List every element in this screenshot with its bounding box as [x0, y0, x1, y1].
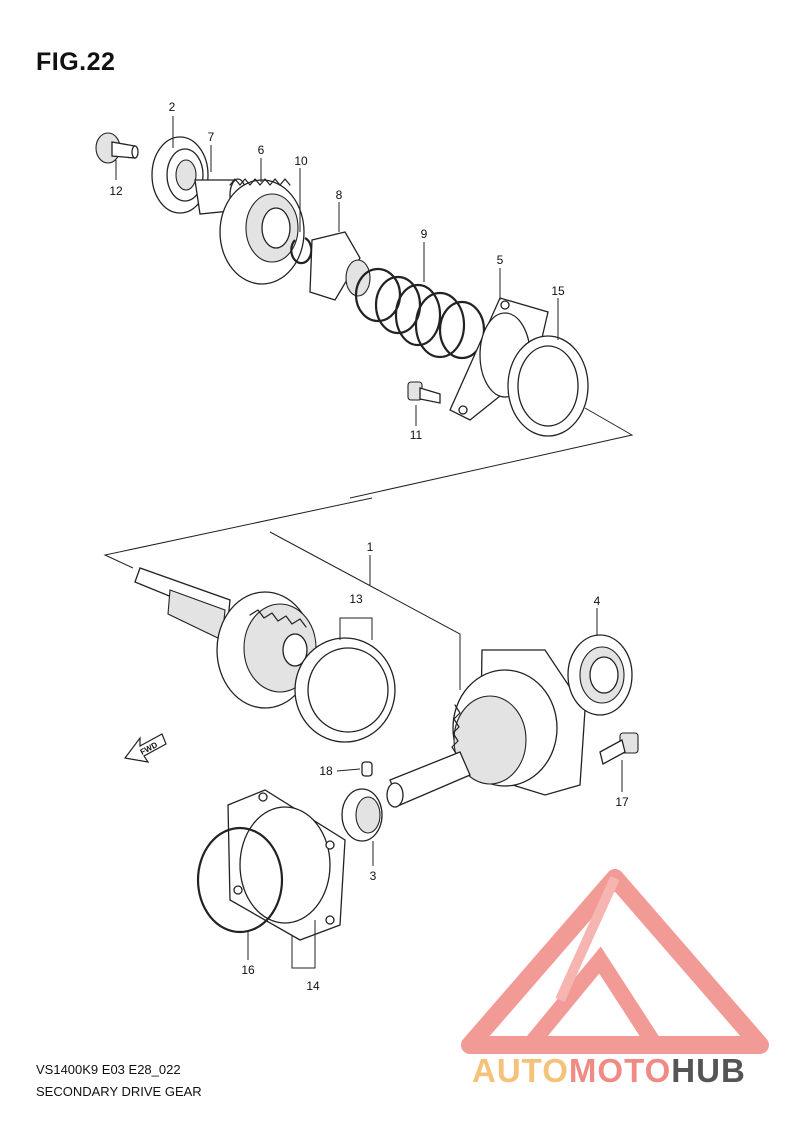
- figure-name: SECONDARY DRIVE GEAR: [36, 1084, 202, 1099]
- part-17-bolt: [599, 732, 639, 765]
- part-13-ring: [294, 637, 396, 743]
- watermark-moto: MOTO: [569, 1052, 671, 1089]
- part-16-o-ring: [196, 826, 284, 934]
- assembly-boundary-lines: [103, 407, 634, 690]
- part-10-circlip: [290, 237, 313, 265]
- callout-13: 13: [349, 592, 363, 606]
- callout-5: 5: [497, 253, 504, 267]
- callout-10: 10: [294, 154, 308, 168]
- callout-1: 1: [367, 540, 374, 554]
- part-2-bearing: [151, 136, 209, 214]
- part-1-drive-gear-assembly: [134, 567, 586, 808]
- figure-title: FIG.22: [36, 48, 116, 76]
- part-14-cover: [227, 789, 346, 941]
- fwd-direction-arrow-icon: FWD: [123, 733, 167, 763]
- part-15-shim: [507, 335, 589, 437]
- callout-2: 2: [169, 100, 176, 114]
- callout-4: 4: [594, 594, 601, 608]
- part-12-bolt: [95, 132, 139, 164]
- callout-17: 17: [615, 795, 629, 809]
- part-11-bolt: [407, 381, 441, 404]
- figure-model-code: VS1400K9 E03 E28_022: [36, 1062, 181, 1077]
- callout-numbers: 2 7 6 10 8 9 5 15 12 11 1 13 4 17 18 3 1…: [109, 100, 629, 993]
- callout-7: 7: [208, 130, 215, 144]
- watermark-logo-icon: [461, 869, 769, 1054]
- watermark-auto: AUTO: [472, 1052, 569, 1089]
- part-4-oil-seal: [567, 634, 633, 716]
- watermark-hub: HUB: [671, 1052, 746, 1089]
- callout-3: 3: [370, 869, 377, 883]
- part-18-pin: [361, 761, 373, 777]
- callout-15: 15: [551, 284, 565, 298]
- callout-18: 18: [319, 764, 333, 778]
- callout-16: 16: [241, 963, 255, 977]
- part-3-needle-bearing: [341, 788, 383, 842]
- part-6-gear: [219, 178, 305, 285]
- callout-12: 12: [109, 184, 123, 198]
- watermark-wordmark: AUTOMOTOHUB: [472, 1052, 746, 1089]
- callout-9: 9: [421, 227, 428, 241]
- callout-14: 14: [306, 979, 320, 993]
- part-9-spring: [354, 267, 486, 360]
- callout-11: 11: [410, 428, 423, 442]
- callout-8: 8: [336, 188, 343, 202]
- callout-leaders: [115, 116, 623, 969]
- part-8-cam: [309, 231, 371, 301]
- callout-6: 6: [258, 143, 265, 157]
